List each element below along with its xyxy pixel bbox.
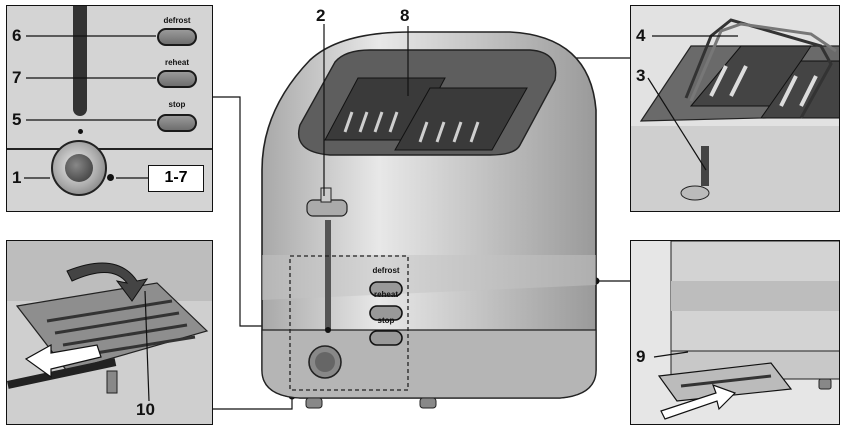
dial-marker (107, 174, 114, 181)
reheat-label: reheat (164, 58, 189, 67)
callout-7: 7 (12, 68, 22, 87)
callout-9: 9 (636, 347, 646, 366)
lever-slot (73, 6, 87, 116)
bun-warmer-drawing (631, 18, 839, 211)
stop-label: stop (168, 100, 186, 109)
callout-6: 6 (12, 26, 22, 45)
callout-4: 4 (636, 26, 646, 45)
callout-10: 10 (136, 400, 155, 419)
dial-center (65, 154, 93, 182)
browning-dial[interactable] (51, 140, 107, 196)
bun-warmer-detail (630, 5, 840, 212)
crumb-tray-drawing (7, 241, 212, 402)
leader-crumb-tray-left (213, 396, 293, 410)
callout-5: 5 (12, 110, 22, 129)
defrost-label: defrost (163, 16, 191, 25)
callout-1: 1 (12, 168, 22, 187)
stop-button[interactable] (157, 114, 197, 132)
callout-3: 3 (636, 66, 646, 85)
body-defrost-label: defrost (372, 266, 400, 275)
callout-8: 8 (400, 6, 410, 25)
body-reheat-label: reheat (373, 290, 398, 299)
body-stop-label: stop (377, 316, 395, 325)
crumb-tray-detail-left (6, 240, 213, 425)
panel-divider (7, 148, 212, 150)
callout-range-box: 1-7 (148, 165, 204, 192)
reheat-button[interactable] (157, 70, 197, 88)
defrost-button[interactable] (157, 28, 197, 46)
indicator-dot (78, 129, 83, 134)
callout-2: 2 (316, 6, 326, 25)
crumb-tray-detail-right (630, 240, 840, 425)
toaster-body (261, 31, 597, 409)
crumb-tray-right-drawing (657, 241, 839, 420)
